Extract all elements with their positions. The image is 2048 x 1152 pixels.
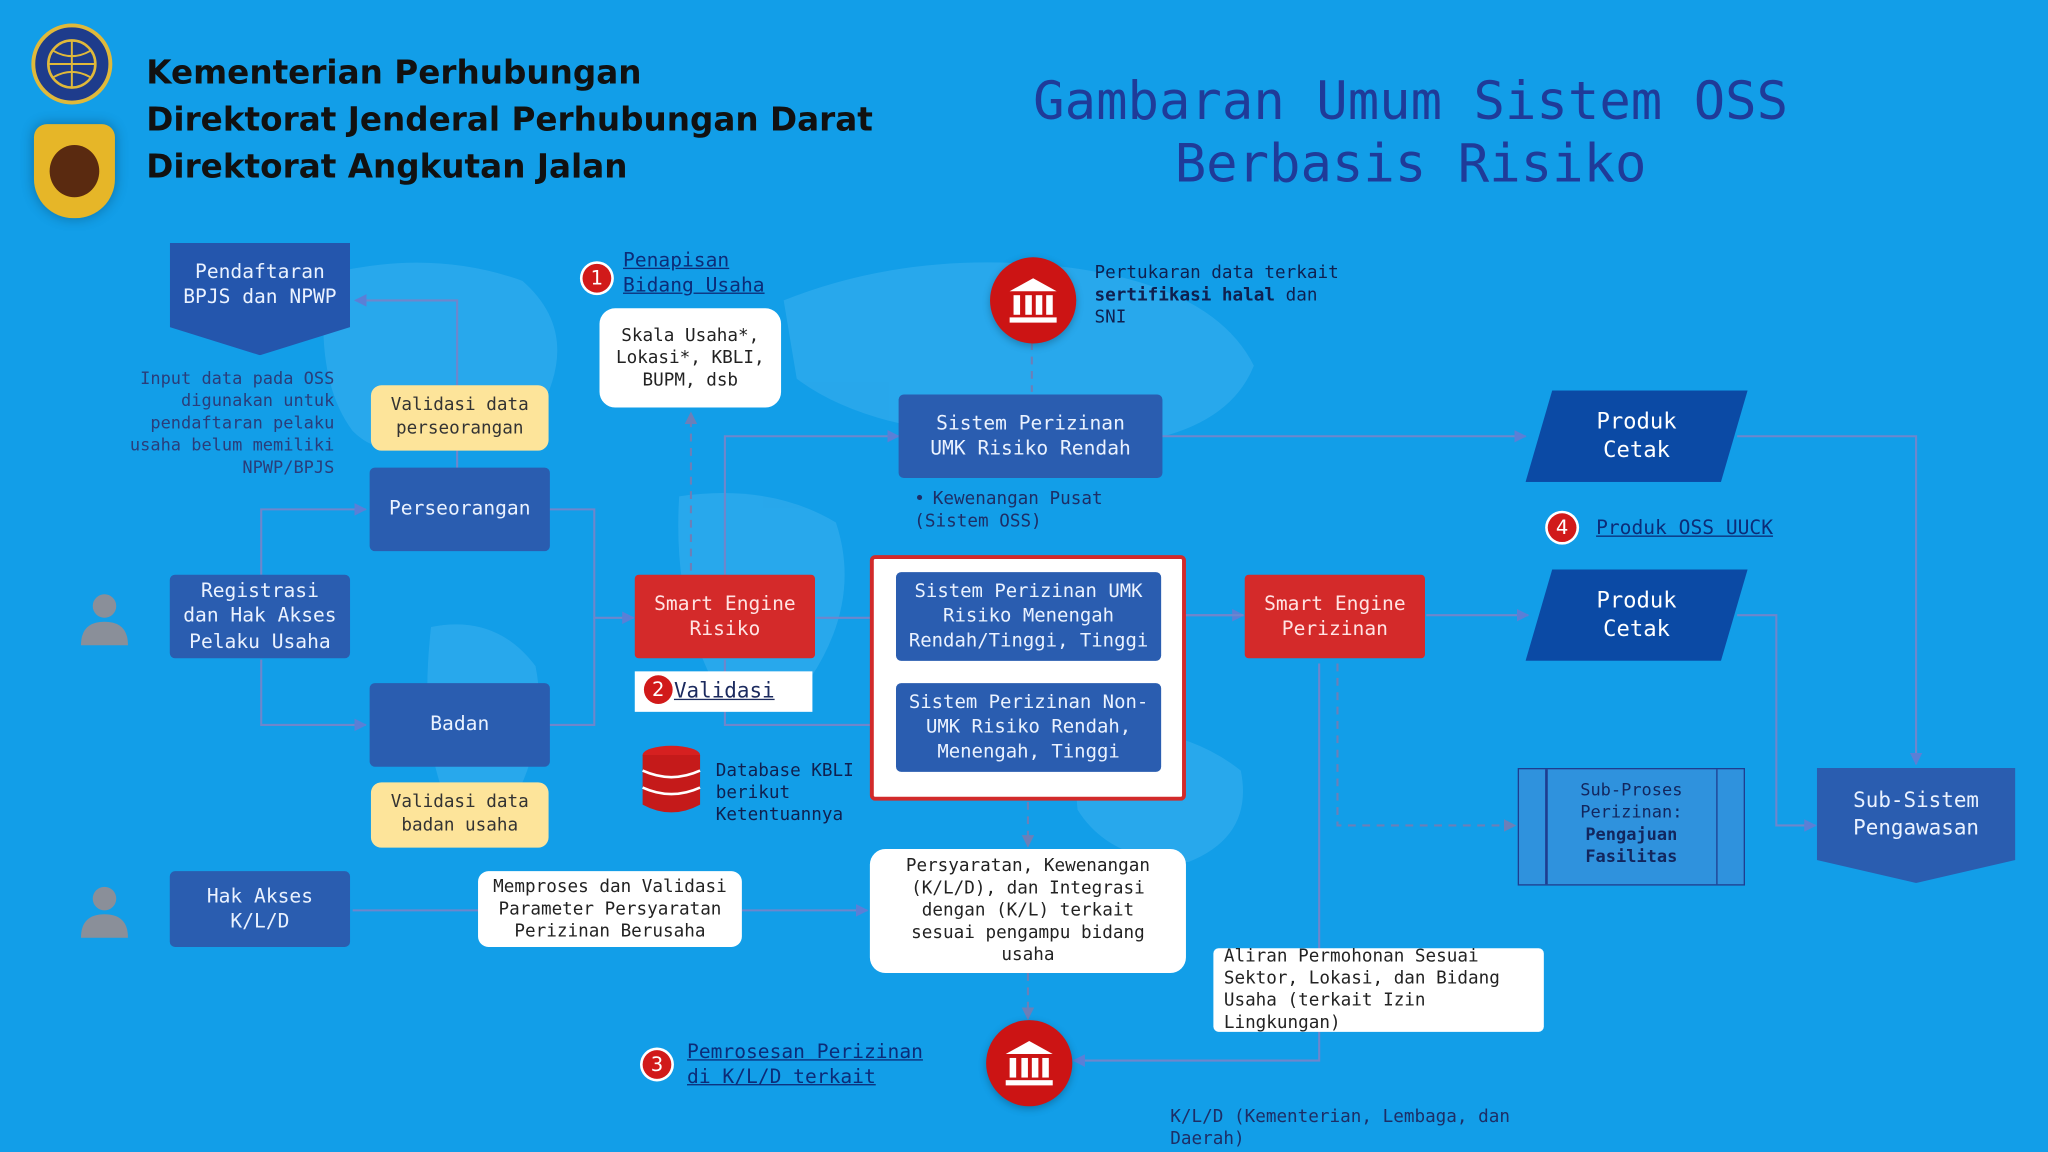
badan-label: Badan: [430, 712, 490, 736]
memproses-label: Memproses dan Validasi Parameter Persyar…: [493, 875, 727, 942]
step-4-link[interactable]: Produk OSS UUCK: [1596, 515, 1774, 540]
page-title-line-2: Berbasis Risiko: [1174, 134, 1647, 195]
dishub-emblem: [33, 124, 115, 219]
skala-usaha-box: Skala Usaha*, Lokasi*, KBLI, BUPM, dsb: [599, 308, 782, 408]
produk-cetak-2-label: Produk Cetak: [1596, 587, 1677, 643]
institution-icon: [986, 1020, 1073, 1107]
aliran-box: Aliran Permohonan Sesuai Sektor, Lokasi,…: [1213, 945, 1544, 1034]
produk-cetak-1-label: Produk Cetak: [1596, 408, 1677, 464]
skala-usaha-label: Skala Usaha*, Lokasi*, KBLI, BUPM, dsb: [615, 324, 765, 390]
subproses-detail: Pengajuan Fasilitas: [1585, 825, 1678, 868]
validasi-perseorangan-label: Validasi data perseorangan: [390, 395, 529, 439]
kewenangan-note: •Kewenangan Pusat (Sistem OSS): [914, 488, 1103, 532]
persyaratan-box: Persyaratan, Kewenangan (K/L/D), dan Int…: [869, 848, 1186, 974]
input-note: Input data pada OSS digunakan untuk pend…: [129, 369, 335, 479]
smart-engine-perizinan-box[interactable]: Smart Engine Perizinan: [1244, 574, 1425, 659]
registrasi-box[interactable]: Registrasi dan Hak Akses Pelaku Usaha: [169, 574, 351, 659]
persyaratan-label: Persyaratan, Kewenangan (K/L/D), dan Int…: [905, 855, 1150, 966]
step-3-link[interactable]: Pemrosesan Perizinan di K/L/D terkait: [687, 1039, 923, 1088]
badan-box: Badan: [369, 683, 550, 767]
registrasi-label: Registrasi dan Hak Akses Pelaku Usaha: [183, 578, 337, 653]
umk-rendah-label: Sistem Perizinan UMK Risiko Rendah: [930, 410, 1131, 460]
step-4-badge: 4: [1545, 510, 1580, 545]
non-umk-box[interactable]: Sistem Perizinan Non-UMK Risiko Rendah, …: [895, 683, 1162, 772]
org-line-3: Direktorat Angkutan Jalan: [146, 147, 628, 186]
institution-icon: [990, 257, 1077, 344]
memproses-box: Memproses dan Validasi Parameter Persyar…: [478, 871, 742, 947]
org-line-1: Kementerian Perhubungan: [146, 53, 642, 92]
step-2-link[interactable]: Validasi: [673, 677, 775, 703]
smart-engine-risiko-box[interactable]: Smart Engine Risiko: [634, 574, 816, 659]
hak-akses-label: Hak Akses K/L/D: [206, 883, 313, 933]
step-1-badge: 1: [579, 261, 614, 296]
umk-menengah-box[interactable]: Sistem Perizinan UMK Risiko Menengah Ren…: [895, 572, 1162, 661]
umk-rendah-box[interactable]: Sistem Perizinan UMK Risiko Rendah: [898, 394, 1163, 479]
database-icon: [642, 745, 701, 813]
kemenhub-logo: [31, 23, 113, 105]
org-line-2: Direktorat Jenderal Perhubungan Darat: [146, 100, 873, 139]
step-3-badge: 3: [639, 1047, 674, 1082]
validasi-perseorangan-box: Validasi data perseorangan: [370, 385, 549, 451]
subproses-title: Sub-Proses Perizinan:: [1580, 781, 1683, 823]
person-icon: [80, 594, 128, 646]
non-umk-label: Sistem Perizinan Non-UMK Risiko Rendah, …: [908, 691, 1149, 763]
kld-note: K/L/D (Kementerian, Lembaga, dan Daerah): [1170, 1106, 1510, 1150]
smart-engine-risiko-label: Smart Engine Risiko: [654, 591, 796, 640]
pertukaran-note: Pertukaran data terkait sertifikasi hala…: [1094, 262, 1339, 328]
validasi-badan-box: Validasi data badan usaha: [370, 782, 549, 848]
produk-cetak-2: Produk Cetak: [1525, 569, 1748, 661]
subsistem-pengawasan-box: Sub-Sistem Pengawasan: [1816, 767, 2016, 883]
hak-akses-box[interactable]: Hak Akses K/L/D: [169, 871, 351, 947]
bpjs-npwp-label: Pendaftaran BPJS dan NPWP: [183, 259, 337, 309]
smart-engine-perizinan-label: Smart Engine Perizinan: [1264, 591, 1406, 640]
subsistem-pengawasan-label: Sub-Sistem Pengawasan: [1853, 787, 1979, 840]
umk-menengah-label: Sistem Perizinan UMK Risiko Menengah Ren…: [908, 580, 1149, 652]
database-label: Database KBLI berikut Ketentuannya: [715, 760, 854, 826]
page-title-line-1: Gambaran Umum Sistem OSS: [1033, 71, 1789, 132]
person-icon: [80, 886, 128, 938]
produk-cetak-1: Produk Cetak: [1525, 390, 1748, 482]
validasi-badan-label: Validasi data badan usaha: [390, 792, 529, 836]
step-2-badge: 2: [641, 672, 676, 707]
aliran-label: Aliran Permohonan Sesuai Sektor, Lokasi,…: [1223, 945, 1500, 1034]
bpjs-npwp-box: Pendaftaran BPJS dan NPWP: [169, 242, 351, 356]
perseorangan-label: Perseorangan: [388, 496, 531, 521]
perseorangan-box: Perseorangan: [369, 467, 550, 552]
subproses-box: Sub-Proses Perizinan: Pengajuan Fasilita…: [1517, 767, 1745, 886]
step-1-link[interactable]: Penapisan Bidang Usaha: [623, 248, 765, 297]
